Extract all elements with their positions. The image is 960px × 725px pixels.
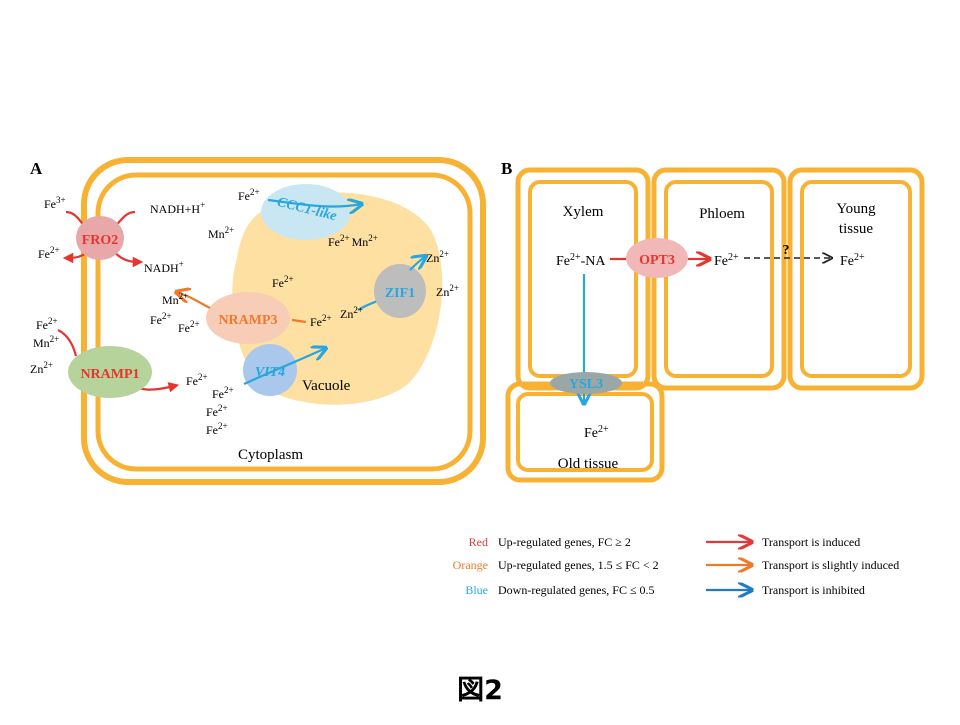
nramp1-fe-in-ion: Fe2+ bbox=[186, 372, 208, 388]
zif1-label: ZIF1 bbox=[385, 286, 415, 301]
zif1-transporter bbox=[374, 264, 426, 318]
nramp1-label: NRAMP1 bbox=[80, 367, 139, 382]
legend-orange-arrow-text: Transport is slightly induced bbox=[762, 558, 899, 572]
legend: Red Up-regulated genes, FC ≥ 2 Transport… bbox=[453, 535, 899, 597]
zif1-out-arrow bbox=[409, 256, 426, 271]
phloem-label: Phloem bbox=[699, 206, 745, 222]
legend-red-word: Red bbox=[469, 535, 488, 549]
fro2-nadh-h-ion: NADH+H+ bbox=[150, 200, 205, 216]
nramp3-fe1-ion: Fe2+ bbox=[150, 311, 172, 327]
vit4-fe1-ion: Fe2+ bbox=[212, 385, 234, 401]
ccc1-transporter bbox=[261, 184, 351, 240]
xylem-label: Xylem bbox=[563, 204, 604, 220]
nramp1-transporter bbox=[68, 346, 152, 398]
legend-blue-description: Down-regulated genes, FC ≤ 0.5 bbox=[498, 583, 655, 597]
vacuole-label: Vacuole bbox=[302, 378, 351, 394]
vit4-arrow bbox=[243, 348, 326, 385]
young-tissue-fe-ion: Fe2+ bbox=[840, 252, 865, 270]
panel-a-label: A bbox=[30, 159, 43, 178]
opt3-transporter bbox=[626, 238, 688, 278]
young-tissue-label-2: tissue bbox=[839, 221, 874, 237]
fro2-nadh-ion: NADH+ bbox=[144, 259, 184, 275]
fro2-fe2-ion: Fe2+ bbox=[38, 245, 60, 261]
legend-orange-word: Orange bbox=[453, 558, 488, 572]
ccc1-arrow bbox=[267, 200, 362, 207]
vit4-fe2-ion: Fe2+ bbox=[206, 403, 228, 419]
nramp3-fe2-ion: Fe2+ bbox=[178, 319, 200, 335]
vit4-transporter bbox=[243, 344, 297, 396]
ccc1-mn-ion: Mn2+ bbox=[208, 225, 234, 241]
nramp3-mn-ion: Mn2+ bbox=[162, 291, 188, 307]
fe-na-complex: Fe2+-NA bbox=[556, 252, 606, 270]
vit4-fe3-ion: Fe2+ bbox=[206, 421, 228, 437]
ysl3-label: YSL3 bbox=[569, 377, 603, 392]
young-tissue-label-1: Young bbox=[836, 201, 876, 217]
ccc1-fe-ion: Fe2+ bbox=[238, 187, 260, 203]
legend-red-description: Up-regulated genes, FC ≥ 2 bbox=[498, 535, 631, 549]
figure-caption: 図2 bbox=[457, 675, 503, 706]
cytoplasm-label: Cytoplasm bbox=[238, 447, 303, 463]
nramp3-label: NRAMP3 bbox=[218, 313, 277, 328]
legend-red-arrow-text: Transport is induced bbox=[762, 535, 860, 549]
fro2-label: FRO2 bbox=[82, 233, 119, 248]
young-tissue-cell-outer bbox=[787, 167, 925, 391]
old-tissue-fe-ion: Fe2+ bbox=[584, 424, 609, 442]
old-tissue-label: Old tissue bbox=[558, 456, 619, 472]
legend-orange-description: Up-regulated genes, 1.5 ≤ FC < 2 bbox=[498, 558, 659, 572]
phloem-cell-inner bbox=[664, 180, 774, 378]
panel-b-label: B bbox=[501, 159, 512, 178]
opt3-label: OPT3 bbox=[639, 253, 675, 268]
legend-blue-word: Blue bbox=[465, 583, 488, 597]
nramp1-fe-line bbox=[57, 329, 78, 357]
ysl3-transporter bbox=[550, 372, 622, 394]
phloem-cell-outer bbox=[651, 167, 787, 391]
young-tissue-cell-inner bbox=[800, 180, 912, 378]
nramp3-export-arrow bbox=[176, 292, 211, 309]
zif1-zn1-ion: Zn2+ bbox=[426, 249, 449, 265]
plasma-membrane bbox=[95, 172, 473, 472]
nramp1-fe-ion: Fe2+ bbox=[36, 316, 58, 332]
fro2-fe3-ion: Fe3+ bbox=[44, 195, 66, 211]
fro2-transporter bbox=[76, 216, 124, 260]
unknown-transport-mark: ? bbox=[783, 243, 790, 258]
phloem-fe-ion: Fe2+ bbox=[714, 252, 739, 270]
nramp1-zn-ion: Zn2+ bbox=[30, 360, 53, 376]
nramp1-mn-ion: Mn2+ bbox=[33, 334, 59, 350]
nramp3-transporter bbox=[206, 292, 290, 344]
nramp3-vac-line bbox=[291, 318, 307, 324]
zif1-zn2-ion: Zn2+ bbox=[436, 283, 459, 299]
cell-wall-outer bbox=[81, 157, 486, 485]
legend-blue-arrow-text: Transport is inhibited bbox=[762, 583, 865, 597]
